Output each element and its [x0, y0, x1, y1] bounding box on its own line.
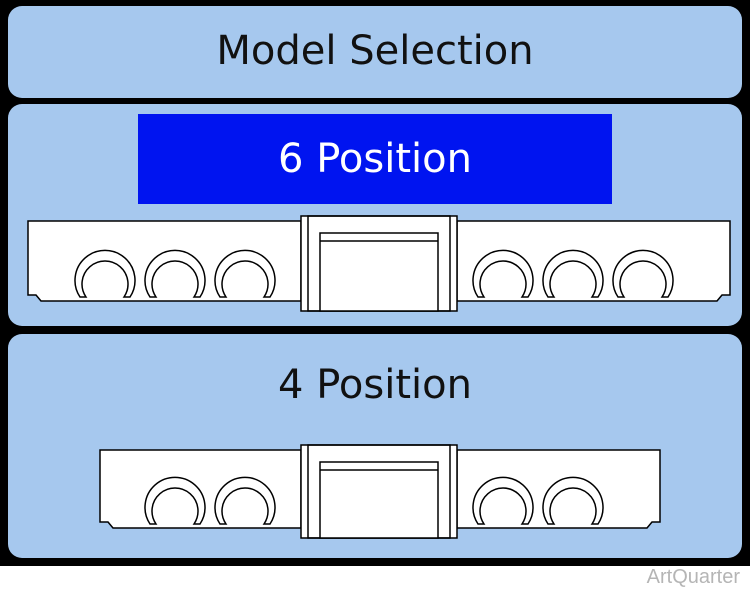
- option-four-position[interactable]: 4 Position: [8, 334, 742, 558]
- selection-frame: Model Selection 6 Position: [0, 0, 750, 566]
- four-position-rack-icon: [99, 444, 661, 539]
- option-six-position-label[interactable]: 6 Position: [138, 114, 612, 204]
- watermark-text: ArtQuarter: [646, 566, 740, 588]
- option-six-position[interactable]: 6 Position: [8, 104, 742, 326]
- page-title: Model Selection: [216, 28, 534, 74]
- header-panel: Model Selection: [8, 6, 742, 98]
- option-four-position-label[interactable]: 4 Position: [278, 362, 472, 408]
- six-position-rack-icon: [27, 215, 731, 312]
